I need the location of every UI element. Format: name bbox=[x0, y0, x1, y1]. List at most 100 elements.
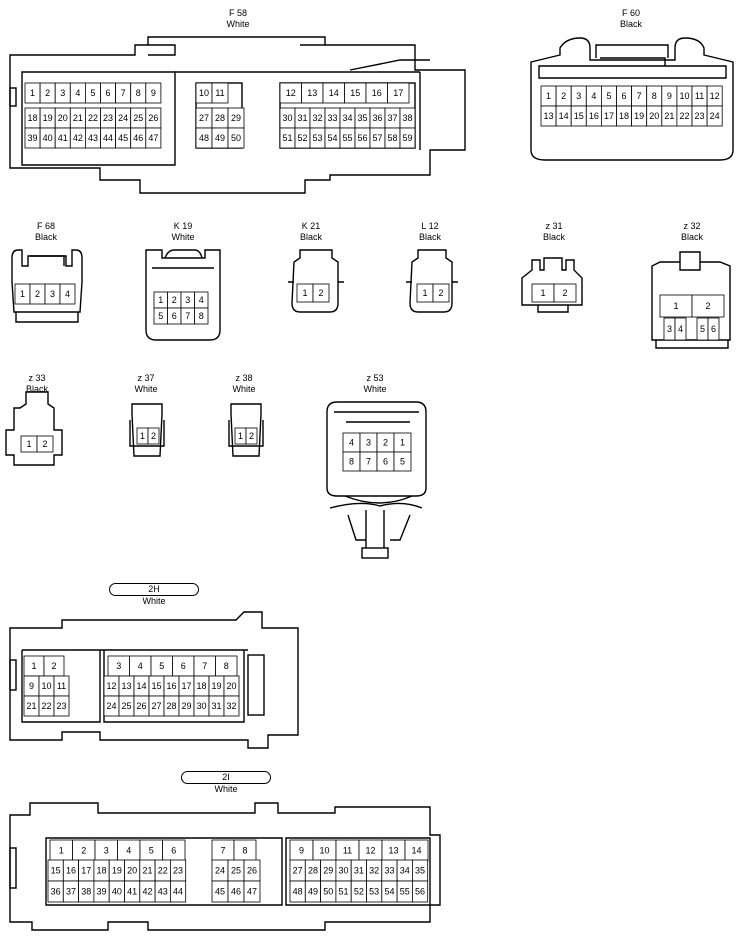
pin-number: 10 bbox=[41, 681, 51, 691]
pin-number: 36 bbox=[51, 887, 61, 897]
pin-number: 34 bbox=[342, 113, 352, 123]
pin-number: 12 bbox=[106, 681, 116, 691]
pin-number: 6 bbox=[711, 324, 716, 334]
pin-number: 5 bbox=[700, 324, 705, 334]
pin-number: 1 bbox=[158, 295, 163, 305]
pin-number: 1 bbox=[20, 289, 25, 299]
pin-number: 47 bbox=[148, 133, 158, 143]
pin-number: 5 bbox=[158, 311, 163, 321]
connector-2I-housing bbox=[9, 802, 441, 931]
pin-number: 39 bbox=[97, 887, 107, 897]
connector-F60-housing bbox=[530, 37, 734, 161]
pin-number: 43 bbox=[88, 133, 98, 143]
pin-cell bbox=[312, 283, 330, 303]
pin-number: 32 bbox=[226, 701, 236, 711]
pin-number: 8 bbox=[652, 91, 657, 101]
pin-number: 17 bbox=[181, 681, 191, 691]
pin-cell bbox=[245, 427, 258, 445]
pin-number: 9 bbox=[151, 88, 156, 98]
pin-number: 7 bbox=[121, 88, 126, 98]
pin-number: 1 bbox=[546, 91, 551, 101]
pin-cell bbox=[691, 294, 725, 318]
pin-number: 41 bbox=[58, 133, 68, 143]
pin-number: 20 bbox=[226, 681, 236, 691]
pin-number: 42 bbox=[73, 133, 83, 143]
pin-number: 1 bbox=[673, 301, 678, 311]
pin-number: 8 bbox=[136, 88, 141, 98]
pin-cell bbox=[243, 880, 261, 903]
pin-number: 28 bbox=[308, 866, 318, 876]
pin-number: 57 bbox=[372, 133, 382, 143]
pin-number: 5 bbox=[606, 91, 611, 101]
pin-number: 2 bbox=[383, 438, 388, 448]
pin-number: 2 bbox=[81, 846, 86, 856]
pin-number: 28 bbox=[166, 701, 176, 711]
pin-number: 3 bbox=[60, 88, 65, 98]
pin-number: 31 bbox=[354, 866, 364, 876]
pin-cell bbox=[411, 880, 429, 903]
pin-number: 34 bbox=[400, 866, 410, 876]
pin-cell bbox=[432, 283, 450, 303]
pin-number: 48 bbox=[199, 133, 209, 143]
pin-cell bbox=[706, 105, 723, 127]
pin-number: 2 bbox=[35, 289, 40, 299]
pin-number: 32 bbox=[312, 113, 322, 123]
pin-number: 25 bbox=[133, 113, 143, 123]
pin-number: 14 bbox=[136, 681, 146, 691]
pin-number: 54 bbox=[384, 887, 394, 897]
pin-number: 8 bbox=[199, 311, 204, 321]
pin-number: 6 bbox=[171, 846, 176, 856]
pin-number: 18 bbox=[196, 681, 206, 691]
pin-number: 44 bbox=[173, 887, 183, 897]
pin-number: 58 bbox=[387, 133, 397, 143]
pin-number: 14 bbox=[329, 88, 339, 98]
pin-number: 2 bbox=[318, 288, 323, 298]
pin-number: 18 bbox=[619, 111, 629, 121]
pin-number: 53 bbox=[312, 133, 322, 143]
pin-number: 20 bbox=[127, 866, 137, 876]
pin-number: 40 bbox=[112, 887, 122, 897]
pin-number: 6 bbox=[106, 88, 111, 98]
pin-number: 51 bbox=[282, 133, 292, 143]
pin-number: 12 bbox=[710, 91, 720, 101]
pin-number: 56 bbox=[415, 887, 425, 897]
connector-z31-housing bbox=[521, 257, 583, 313]
pin-number: 1 bbox=[400, 438, 405, 448]
pin-number: 18 bbox=[28, 113, 38, 123]
pin-number: 8 bbox=[349, 457, 354, 467]
pin-number: 2 bbox=[51, 661, 56, 671]
pin-number: 2 bbox=[561, 91, 566, 101]
pin-number: 8 bbox=[242, 846, 247, 856]
connector-z33-housing bbox=[5, 391, 63, 466]
pin-cell bbox=[169, 880, 187, 903]
pin-number: 31 bbox=[297, 113, 307, 123]
pin-number: 2 bbox=[705, 301, 710, 311]
pin-number: 54 bbox=[327, 133, 337, 143]
pin-number: 1 bbox=[31, 661, 36, 671]
pin-number: 51 bbox=[339, 887, 349, 897]
pin-number: 19 bbox=[634, 111, 644, 121]
pin-cell bbox=[707, 317, 720, 341]
pin-number: 48 bbox=[293, 887, 303, 897]
pin-number: 3 bbox=[667, 324, 672, 334]
connector-F68-housing bbox=[11, 249, 83, 323]
pin-number: 20 bbox=[649, 111, 659, 121]
connector-z53-housing bbox=[326, 401, 427, 559]
pin-number: 50 bbox=[231, 133, 241, 143]
pin-number: 14 bbox=[411, 846, 421, 856]
pin-number: 3 bbox=[116, 661, 121, 671]
pin-number: 17 bbox=[604, 111, 614, 121]
pin-number: 49 bbox=[308, 887, 318, 897]
pin-number: 30 bbox=[339, 866, 349, 876]
connector-L12-housing bbox=[406, 249, 458, 313]
